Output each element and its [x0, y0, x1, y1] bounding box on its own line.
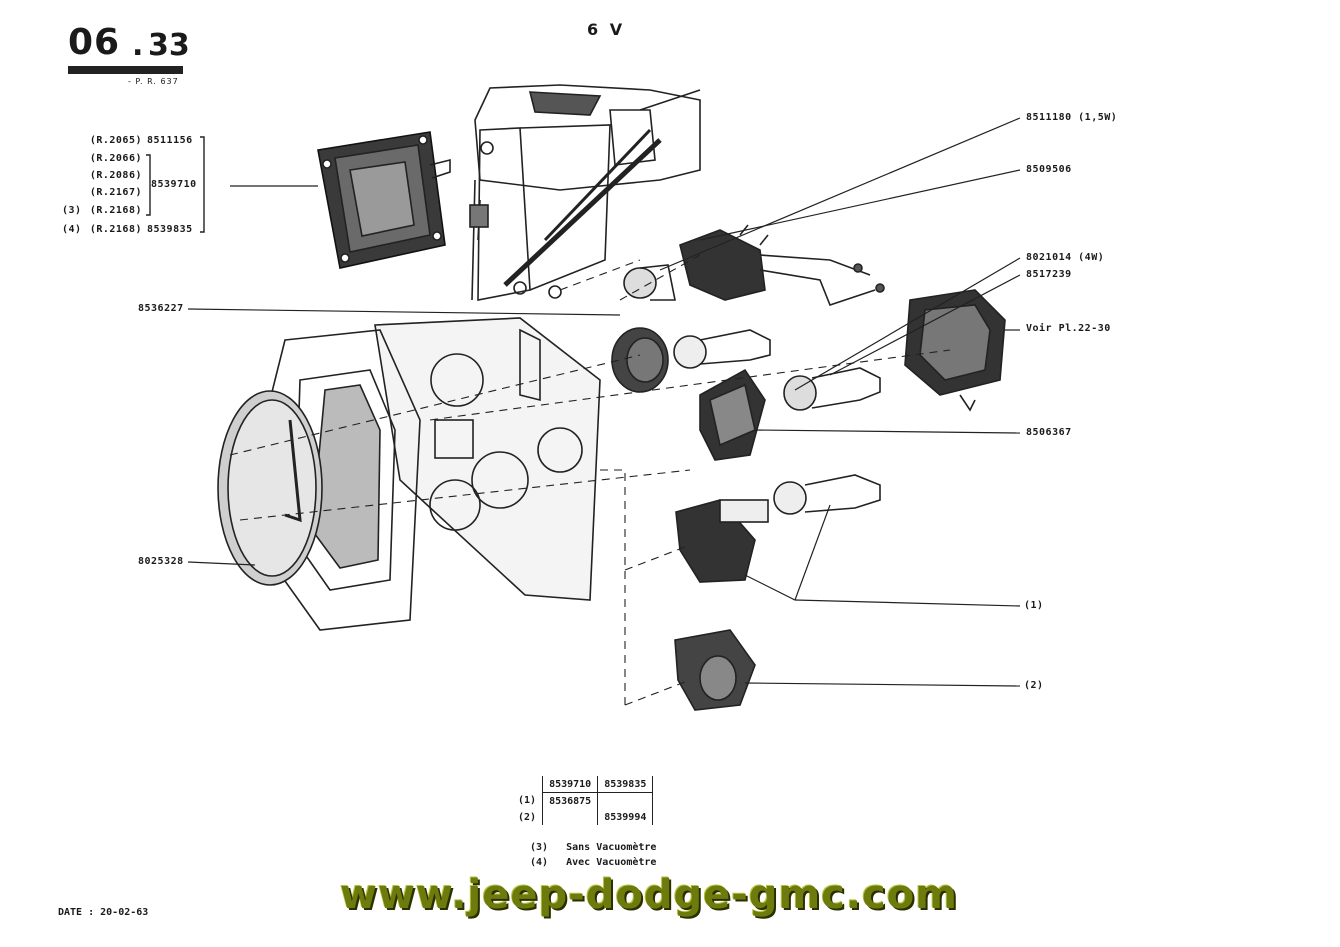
- note-mark: (4): [530, 857, 549, 868]
- left-part-1: 8511156: [147, 135, 193, 146]
- left-mark-6: (4): [62, 224, 82, 235]
- speedometer-unit: [317, 131, 451, 269]
- callout-voir-pl: Voir Pl.22-30: [1026, 323, 1111, 334]
- note-3: (3) Sans Vacuomètre: [530, 842, 656, 853]
- website-watermark: www.jeep-dodge-gmc.com: [340, 872, 958, 918]
- bulb-holder-upper: [673, 329, 771, 369]
- page-number-separator: .: [132, 28, 144, 63]
- callout-2: (2): [1024, 680, 1044, 691]
- note-text: Avec Vacuomètre: [566, 857, 657, 868]
- callout-8536227: 8536227: [138, 303, 184, 314]
- box-voir-pl: [904, 289, 1006, 412]
- left-part-6: 8539835: [147, 224, 193, 235]
- table-header-row: 8539710 8539835: [512, 776, 654, 793]
- table-row: (1) 8536875: [512, 792, 654, 809]
- left-part-3: 8539710: [151, 179, 197, 190]
- note-text: Sans Vacuomètre: [566, 842, 657, 853]
- callout-8506367: 8506367: [1026, 427, 1072, 438]
- voltage-label: 6 V: [587, 20, 626, 39]
- page-number-major: 06: [68, 22, 121, 63]
- table-row-label: (2): [512, 809, 544, 825]
- callout-8509506: 8509506: [1026, 164, 1072, 175]
- component-1-base: [675, 499, 769, 583]
- left-ref-4: (R.2167): [89, 187, 142, 198]
- table-cell: [542, 809, 599, 825]
- component-1-bulb: [773, 474, 881, 515]
- left-ref-3: (R.2086): [89, 170, 142, 181]
- left-ref-1: (R.2065): [89, 135, 142, 146]
- reference-code: - P. R. 637: [128, 77, 179, 86]
- component-2: [674, 629, 756, 711]
- document-date: DATE : 20-02-63: [58, 907, 149, 918]
- callout-8511180: 8511180 (1,5W): [1026, 112, 1118, 123]
- left-ref-5: (R.2168): [89, 205, 142, 216]
- vehicle-dashboard: [469, 84, 701, 301]
- note-mark: (3): [530, 842, 549, 853]
- callout-8021014: 8021014 (4W): [1026, 252, 1105, 263]
- table-row: (2) 8539994: [512, 809, 654, 825]
- glass-lens: [217, 390, 323, 586]
- callout-8025328: 8025328: [138, 556, 184, 567]
- bulb-4w: [783, 367, 881, 411]
- instrument-panel: [374, 317, 601, 601]
- callout-1: (1): [1024, 600, 1044, 611]
- gauge-8506367: [699, 368, 766, 461]
- table-cell: [597, 792, 654, 809]
- table-header-col1: 8539710: [542, 776, 599, 793]
- table-row-label: (1): [512, 792, 544, 809]
- note-4: (4) Avec Vacuomètre: [530, 857, 656, 868]
- table-cell: 8536875: [542, 792, 599, 809]
- table-header-col2: 8539835: [597, 776, 654, 793]
- gauge-8536227: [611, 327, 669, 393]
- left-ref-6: (R.2168): [89, 224, 142, 235]
- table-cell: 8539994: [597, 809, 654, 825]
- page-number-minor: 33: [148, 28, 190, 63]
- left-mark-5: (3): [62, 205, 82, 216]
- bulb-1-5w: [623, 264, 676, 301]
- left-ref-2: (R.2066): [89, 153, 142, 164]
- applicability-table: 8539710 8539835 (1) 8536875 (2) 8539994: [512, 776, 654, 825]
- header-rule: [68, 66, 183, 74]
- switch-assembly: [679, 224, 885, 306]
- callout-8517239: 8517239: [1026, 269, 1072, 280]
